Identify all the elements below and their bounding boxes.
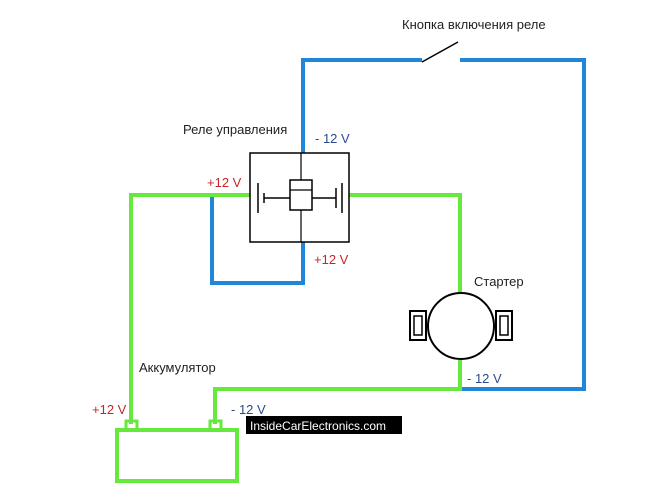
green-wires	[129, 193, 462, 424]
blue-wires	[210, 58, 586, 391]
relay-bottom-plus-label: +12 V	[314, 252, 349, 267]
battery-plus-label: +12 V	[92, 402, 127, 417]
blue-wire-switch-loop	[301, 58, 422, 153]
relay-coil-icon	[289, 179, 313, 211]
blue-wire-relay-coil-loop	[210, 195, 305, 285]
relay-left-plus-label: +12 V	[207, 175, 242, 190]
starter-label: Стартер	[474, 274, 524, 289]
relay-switch-lever	[421, 41, 459, 63]
blue-wire-switch-to-ground	[460, 58, 586, 391]
relay-box	[249, 152, 350, 243]
watermark-background	[246, 416, 402, 434]
green-wire-battery-plus-to-relay	[129, 193, 250, 424]
relay-label: Реле управления	[183, 122, 287, 137]
battery-label: Аккумулятор	[139, 360, 216, 375]
green-wire-relay-to-starter	[349, 193, 462, 296]
relay-switch-label: Кнопка включения реле	[402, 17, 546, 32]
watermark-text: InsideCarElectronics.com	[250, 419, 386, 433]
starter-minus-label: - 12 V	[467, 371, 502, 386]
green-wire-starter-to-battery-minus	[213, 360, 462, 424]
battery-icon	[115, 419, 239, 483]
relay-top-minus-label: - 12 V	[315, 131, 350, 146]
starter-motor-icon	[409, 292, 513, 360]
battery-minus-label: - 12 V	[231, 402, 266, 417]
